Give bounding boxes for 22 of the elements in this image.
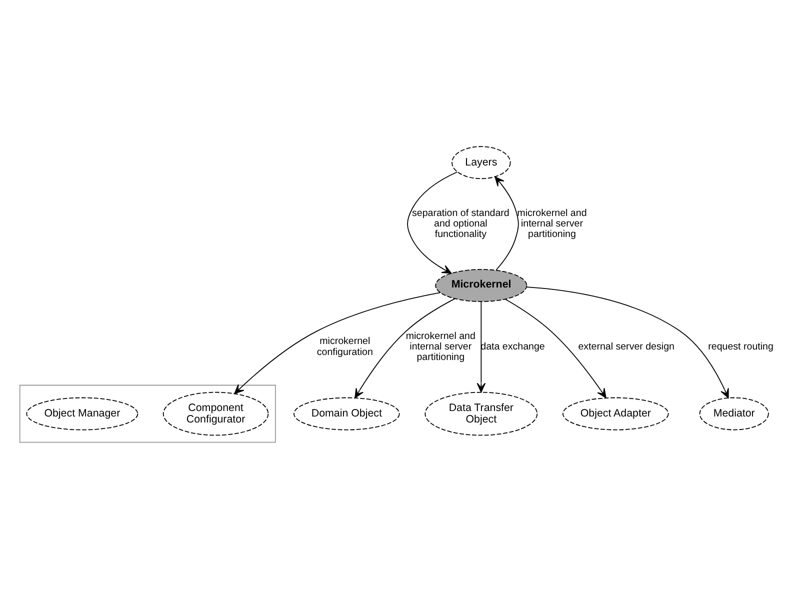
- edge-label: microkernel and internal server partitioning: [517, 207, 587, 240]
- node-ellipse: Component Configurator: [162, 391, 269, 436]
- edge-label: microkernel configuration: [316, 336, 373, 358]
- arrow: [504, 298, 606, 398]
- arrow: [494, 176, 519, 270]
- arrow: [234, 292, 441, 394]
- arrow: [407, 171, 458, 274]
- arrow: [526, 286, 729, 398]
- node-ellipse: Microkernel: [435, 268, 528, 302]
- node-ellipse: Domain Object: [294, 396, 400, 430]
- node-ellipse: Object Adapter: [562, 396, 669, 430]
- arrow: [476, 300, 486, 392]
- edge-label: external server design: [578, 340, 674, 352]
- edge-label: request routing: [708, 340, 774, 352]
- node-ellipse: Data Transfer Object: [424, 391, 538, 436]
- edge-label: data exchange: [480, 340, 545, 352]
- node-ellipse: Mediator: [699, 396, 769, 430]
- node-ellipse: Layers: [452, 146, 511, 179]
- edge-label: microkernel and internal server partitioning: [406, 330, 476, 363]
- node-ellipse: Object Manager: [26, 396, 138, 430]
- edge-label: separation of standard and optional functionality: [412, 207, 510, 240]
- arrow: [354, 298, 456, 398]
